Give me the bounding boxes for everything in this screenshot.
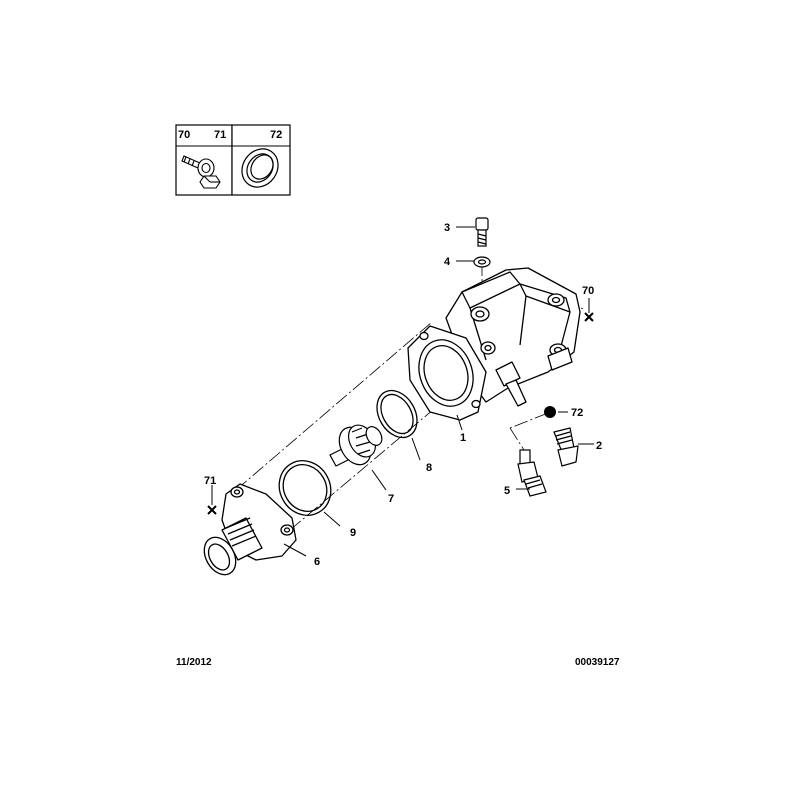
callout-70: 70 [582, 285, 594, 297]
callout-4: 4 [444, 256, 451, 268]
seal-ring-part-8 [376, 389, 418, 439]
thermostat-housing [407, 267, 581, 421]
outlet-cover-part-6 [203, 483, 297, 576]
bolt-washer-icon [181, 155, 221, 189]
plug-part-2 [553, 427, 579, 467]
legend-label-71: 71 [214, 129, 226, 141]
legend-label-70: 70 [178, 129, 190, 141]
screw-part-3 [475, 217, 489, 247]
washer-part-4 [473, 256, 491, 268]
callout-5: 5 [504, 485, 510, 497]
temperature-sensor-part-5 [517, 449, 547, 497]
callout-6: 6 [314, 556, 320, 568]
callout-71: 71 [204, 475, 216, 487]
callout-8: 8 [426, 462, 432, 474]
legend-box-fasteners: 70 71 [175, 124, 233, 196]
callout-1: 1 [460, 432, 466, 444]
cross-marker-70 [584, 312, 594, 322]
cross-marker-71 [207, 505, 217, 515]
footer-reference: 00039127 [575, 657, 620, 668]
footer-date: 11/2012 [176, 657, 212, 668]
legend-label-72: 72 [270, 129, 282, 141]
callout-2: 2 [596, 440, 602, 452]
callout-7: 7 [388, 493, 394, 505]
callout-9: 9 [350, 527, 356, 539]
callout-3: 3 [444, 222, 450, 234]
callout-72: 72 [571, 407, 583, 419]
thermostat-part-7 [329, 424, 383, 467]
legend-box-seal: 72 [231, 124, 291, 196]
sealing-ring-icon [241, 148, 279, 188]
leader-lines [211, 226, 594, 557]
seal-marker-dot [544, 406, 556, 418]
seal-ring-part-9 [278, 460, 332, 516]
